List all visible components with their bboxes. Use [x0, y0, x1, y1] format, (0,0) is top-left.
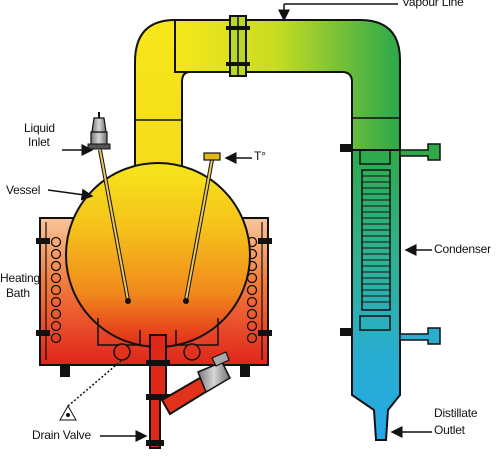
vessel-arrow [47, 188, 94, 201]
warning-icon [59, 404, 77, 421]
drain-pointer-line [67, 359, 123, 407]
vapour-line-pipe [174, 19, 401, 151]
temperature-label: T° [254, 149, 266, 163]
vessel-label: Vessel [6, 183, 41, 197]
liquid-inlet-tube [87, 112, 131, 304]
drain-valve [146, 351, 231, 446]
distillate-outlet-label-line2: Outlet [434, 423, 465, 437]
thermometer-tube [183, 152, 221, 304]
heating-bath-label-line2: Bath [6, 286, 30, 300]
distillate-outlet-label-line1: Distillate [434, 406, 478, 420]
drain-valve-label: Drain Valve [32, 428, 91, 442]
condenser [340, 143, 441, 441]
heating-bath-label-line1: Heating [0, 271, 40, 285]
vapour-line-label: Vapour Line [402, 0, 464, 9]
liquid-inlet-label-line2: Inlet [28, 135, 50, 149]
drain-pipe [146, 334, 170, 449]
condenser-label: Condenser [434, 242, 491, 256]
liquid-inlet-label-line1: Liquid [24, 121, 55, 135]
